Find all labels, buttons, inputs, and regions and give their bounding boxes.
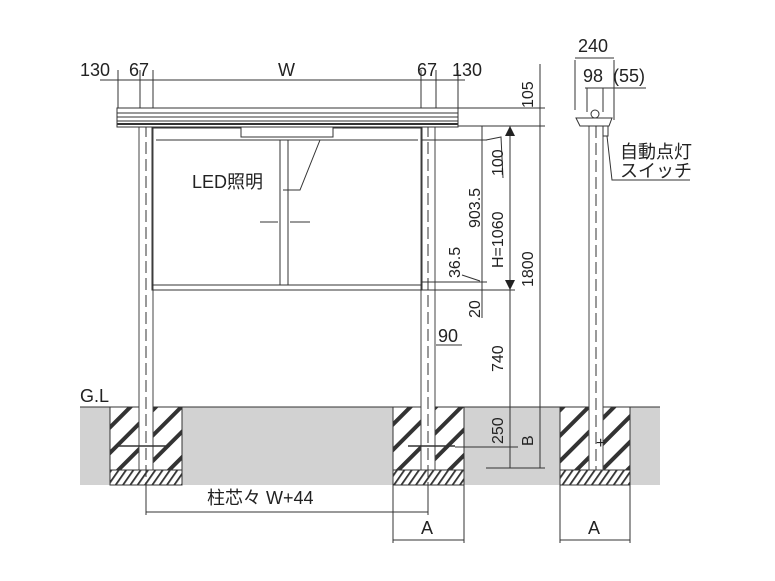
vertical-dimensions: 105 100 903.5 H=1060 1800 36.5 20 90 740… <box>422 64 545 469</box>
dim-36-5: 36.5 <box>447 247 464 278</box>
switch-label-1: 自動点灯 <box>620 142 692 162</box>
dim-100: 100 <box>490 149 507 176</box>
dim-130-left: 130 <box>80 60 110 80</box>
dim-h-1060: H=1060 <box>490 211 507 268</box>
dim-240: 240 <box>578 36 608 56</box>
roof <box>116 107 459 128</box>
switch-label-2: スイッチ <box>620 161 692 181</box>
dim-130-right: 130 <box>452 60 482 80</box>
dim-90: 90 <box>438 326 458 346</box>
dim-105: 105 <box>520 81 537 108</box>
post-pitch-label: 柱芯々 W+44 <box>207 488 314 508</box>
led-light <box>240 126 334 138</box>
side-view: + 240 98 (55) 自動点灯 スイッチ A <box>559 36 692 543</box>
led-leader <box>283 139 321 191</box>
top-dimension: 130 67 W 67 130 <box>80 60 482 108</box>
dim-w: W <box>278 60 295 80</box>
bottom-dimensions: 柱芯々 W+44 A <box>145 485 465 543</box>
dim-98: 98 <box>583 66 603 86</box>
dim-20: 20 <box>467 300 484 318</box>
dim-a-front: A <box>421 518 433 538</box>
dim-b: B <box>520 435 537 446</box>
post-center-mark: + <box>596 435 605 452</box>
dim-55: (55) <box>613 66 645 86</box>
led-label: LED照明 <box>192 172 263 192</box>
dim-a-side: A <box>588 518 600 538</box>
dim-67-right: 67 <box>417 60 437 80</box>
dim-67-left: 67 <box>129 60 149 80</box>
display-panel <box>151 126 423 291</box>
dim-903-5: 903.5 <box>467 188 484 228</box>
ground-level-label: G.L <box>80 386 109 406</box>
dim-740: 740 <box>490 345 507 372</box>
post-right <box>408 124 518 485</box>
dim-250: 250 <box>490 417 507 444</box>
dim-1800: 1800 <box>520 251 537 287</box>
